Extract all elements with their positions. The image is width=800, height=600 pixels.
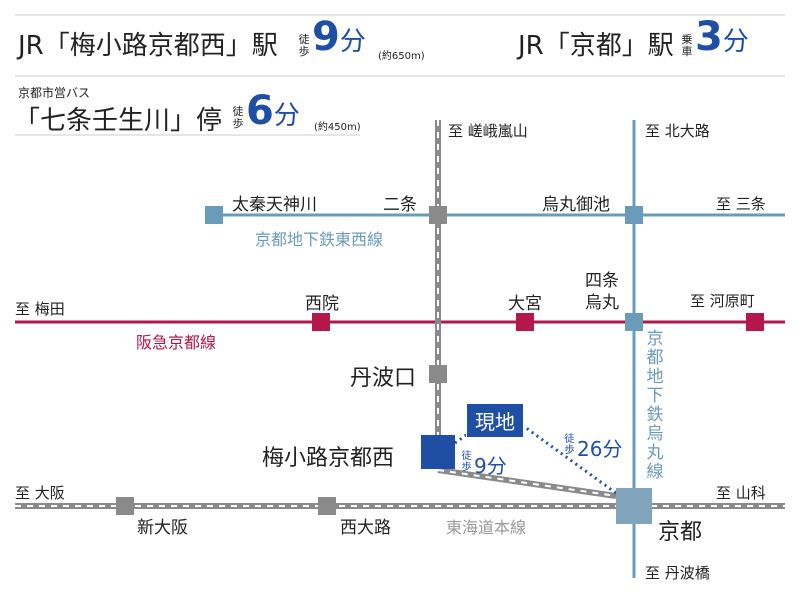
bus-minutes-unit: 分 — [273, 101, 300, 131]
walk-route-kyoto — [521, 423, 617, 495]
direction-tanbabashi: 至 丹波橋 — [645, 564, 710, 582]
tokaido-line-label: 東海道本線 — [446, 518, 527, 537]
jr-umekoji-distance: (約650m) — [378, 51, 425, 62]
walk-char: 徒 — [564, 434, 575, 445]
direction-kitaoji: 至 北大路 — [645, 122, 710, 140]
station-kawaramachi-marker — [746, 313, 764, 331]
hankyu-line-label: 阪急京都線 — [136, 333, 217, 352]
station-tanbaguchi-label: 丹波口 — [350, 366, 417, 391]
station-shin-osaka-label: 新大阪 — [137, 518, 188, 538]
station-saiin-marker — [312, 313, 330, 331]
ride-char: 乗 — [681, 33, 693, 46]
jr-kyoto-ride-label: 乗 車 — [681, 34, 693, 58]
station-karasuma-oike-marker — [625, 206, 643, 224]
jr-umekoji-time: 9分 — [312, 14, 366, 60]
direction-saga: 至 嵯峨嵐山 — [448, 122, 528, 140]
walk-char: 徒 — [298, 33, 310, 46]
bus-time: 6分 — [246, 88, 300, 134]
bus-walk-label: 徒 歩 — [232, 106, 244, 130]
station-uzumasa-marker — [205, 206, 223, 224]
station-shijo-karasuma-marker — [625, 313, 643, 331]
ride-char: 車 — [681, 45, 693, 58]
direction-yamashina: 至 山科 — [716, 484, 766, 502]
direction-umeda: 至 梅田 — [15, 300, 65, 318]
direction-osaka: 至 大阪 — [15, 484, 65, 502]
jr-umekoji-minutes-unit: 分 — [339, 27, 366, 57]
umekoji-kyoto-line-dash — [437, 469, 617, 497]
walk-umekoji-label: 徒 歩 — [461, 451, 472, 473]
bus-minutes: 6 — [246, 88, 274, 134]
walk-char: 歩 — [461, 462, 472, 473]
station-kyoto-marker — [616, 488, 652, 524]
jr-kyoto-minutes-unit: 分 — [722, 27, 749, 57]
walk-char: 徒 — [232, 105, 244, 118]
station-karasuma-oike-label: 烏丸御池 — [542, 195, 610, 215]
station-nijo-label: 二条 — [383, 195, 417, 215]
station-shin-osaka-marker — [116, 497, 134, 515]
jr-umekoji-station-name: JR「梅小路京都西」駅 — [18, 31, 278, 61]
bus-distance: (約450m) — [314, 122, 361, 133]
station-umekoji-marker — [421, 435, 455, 469]
bus-caption: 京都市営バス — [18, 86, 91, 100]
bus-stop-name: 「七条壬生川」停 — [14, 106, 223, 136]
station-omiya-label: 大宮 — [508, 294, 542, 314]
jr-umekoji-walk-label: 徒 歩 — [298, 34, 310, 58]
station-nishioji-label: 西大路 — [340, 518, 391, 538]
current-location-badge: 現地 — [466, 403, 524, 438]
walk-kyoto-label: 徒 歩 — [564, 434, 575, 456]
bus-stop-header: 「七条壬生川」停 — [14, 100, 222, 137]
tozai-line-label: 京都地下鉄東西線 — [255, 230, 384, 249]
direction-sanjo: 至 三条 — [716, 195, 766, 213]
station-nijo-marker — [429, 206, 447, 224]
jr-kyoto-minutes: 3 — [695, 14, 723, 60]
walk-char: 歩 — [232, 117, 244, 130]
walk-umekoji-time: 9分 — [474, 454, 507, 478]
station-omiya-marker — [516, 313, 534, 331]
walk-char: 歩 — [298, 45, 310, 58]
station-shijo-karasuma-label: 四条 烏丸 — [585, 271, 619, 313]
station-tanbaguchi-marker — [429, 365, 447, 383]
jr-kyoto-header: JR「京都」駅 — [518, 25, 674, 62]
direction-kawaramachi: 至 河原町 — [690, 292, 755, 310]
station-kyoto-label: 京都 — [658, 520, 703, 545]
walk-char: 徒 — [461, 451, 472, 462]
walk-kyoto-time: 26分 — [577, 437, 623, 461]
jr-kyoto-time: 3分 — [695, 14, 749, 60]
station-nishioji-marker — [318, 497, 336, 515]
jr-umekoji-header: JR「梅小路京都西」駅 — [18, 25, 278, 62]
jr-umekoji-minutes: 9 — [312, 14, 340, 60]
karasuma-line-label: 京都地下鉄烏丸線 — [646, 330, 664, 482]
walk-char: 歩 — [564, 445, 575, 456]
karasuma-line-label-text: 京都地下鉄烏丸線 — [646, 329, 664, 482]
station-umekoji-label: 梅小路京都西 — [262, 446, 395, 471]
jr-kyoto-station-name: JR「京都」駅 — [518, 31, 674, 61]
station-uzumasa-label: 太秦天神川 — [232, 195, 317, 215]
station-saiin-label: 西院 — [305, 294, 339, 314]
